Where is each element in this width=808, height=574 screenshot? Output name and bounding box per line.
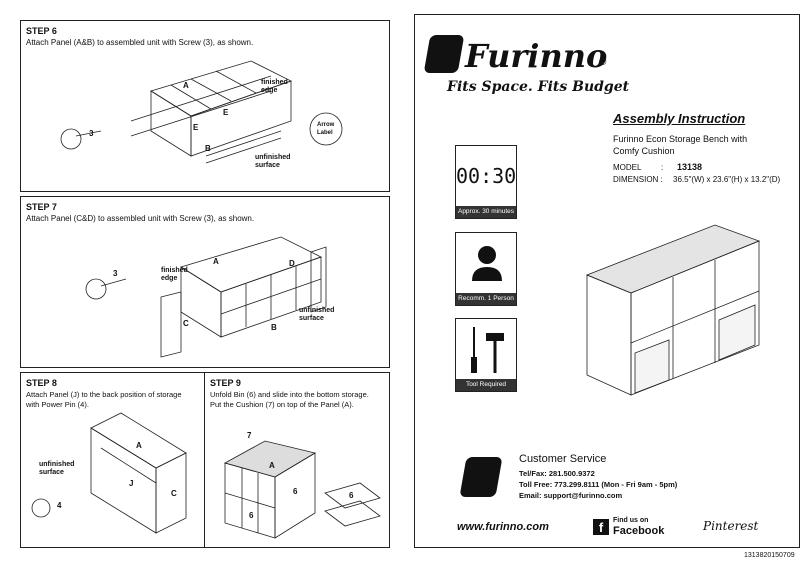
brand-tagline: Fits Space. Fits Budget <box>447 79 630 95</box>
dimension-value: 36.5"(W) x 23.6"(H) x 13.2"(D) <box>673 175 781 184</box>
tool-caption: Tool Required <box>456 379 516 391</box>
step9-part-a: A <box>269 461 275 470</box>
step6-diagram <box>60 60 343 164</box>
step8-pin-count: 4 <box>57 501 62 510</box>
step9-bin-label-3: 6 <box>349 491 354 500</box>
model-value: 13138 <box>677 162 703 172</box>
model-label: MODEL <box>613 163 642 172</box>
step6-arrow-label: Arrow Label <box>317 122 335 136</box>
facebook-top: Find us on <box>613 517 649 524</box>
service-tollfree: Toll Free: 773.299.8111 (Mon - Fri 9am -… <box>519 480 678 489</box>
step6-text: Attach Panel (A&B) to assembled unit wit… <box>26 38 254 47</box>
step7-text: Attach Panel (C&D) to assembled unit wit… <box>26 214 255 223</box>
person-tile: Recomm. 1 Person <box>455 232 517 306</box>
step8-part-c: C <box>171 489 177 498</box>
bench-illustration <box>585 224 761 396</box>
step9-text: Unfold Bin (6) and slide into the bottom… <box>210 390 369 409</box>
step9-bin-label-2: 6 <box>293 487 298 496</box>
step9-title: STEP 9 <box>210 378 241 388</box>
screwdriver-hammer-icon <box>471 327 504 373</box>
step7-part-d: D <box>289 259 295 268</box>
step7-title: STEP 7 <box>26 202 57 212</box>
step7-panel: STEP 7 Attach Panel (C&D) to assembled u… <box>20 196 390 368</box>
step8-part-j: J <box>129 479 134 488</box>
step6-title: STEP 6 <box>26 26 57 36</box>
time-caption: Approx. 30 minutes <box>456 206 516 218</box>
step8-text: Attach Panel (J) to the back position of… <box>26 390 182 409</box>
service-logo-icon <box>459 457 503 497</box>
step7-part-b: B <box>271 323 277 332</box>
step7-finished-edge: finished edge <box>161 267 188 282</box>
tool-tile: Tool Required <box>455 318 517 392</box>
brand-name: Furinno <box>465 37 608 75</box>
brand-reg: ® <box>599 57 607 68</box>
step6-part-e2: E <box>193 123 199 132</box>
pinterest-link[interactable]: Pinterest <box>703 519 759 533</box>
step6-part-e1: E <box>223 108 229 117</box>
step6-part-b: B <box>205 144 211 153</box>
person-icon <box>472 246 502 281</box>
product-name: Furinno Econ Storage Bench with Comfy Cu… <box>613 134 748 156</box>
step6-panel: STEP 6 Attach Panel (A&B) to assembled u… <box>20 20 390 192</box>
person-caption: Recomm. 1 Person <box>456 293 516 305</box>
document-number: 1313820150709 <box>744 552 795 559</box>
step8-unfinished-surface: unfinished surface <box>39 461 75 476</box>
step6-unfinished-surface: unfinished surface <box>255 154 291 169</box>
step8-title: STEP 8 <box>26 378 57 388</box>
website-link[interactable]: www.furinno.com <box>457 521 549 533</box>
step7-part-c: C <box>183 319 189 328</box>
step7-screw-count: 3 <box>113 269 118 278</box>
dimension-label: DIMENSION : <box>613 175 663 184</box>
step7-diagram <box>85 236 327 358</box>
cover-page: Furinno ® Fits Space. Fits Budget Assemb… <box>414 14 800 548</box>
step6-part-a: A <box>183 81 189 90</box>
step8-part-a: A <box>136 441 142 450</box>
step8-diagram <box>31 412 187 534</box>
model-sep: : <box>661 163 664 172</box>
step9-panel: STEP 9 Unfold Bin (6) and slide into the… <box>204 372 390 548</box>
time-display: 00:30 <box>456 164 517 188</box>
instruction-title: Assembly Instruction <box>613 111 746 126</box>
service-email: Email: support@furinno.com <box>519 491 623 500</box>
step9-bin-label-1: 6 <box>249 511 254 520</box>
step6-screw-count: 3 <box>89 129 94 138</box>
step6-finished-edge: finished edge <box>261 79 288 94</box>
step7-part-a: A <box>213 257 219 266</box>
service-title: Customer Service <box>519 453 607 465</box>
step7-unfinished-surface: unfinished surface <box>299 307 335 322</box>
facebook-icon[interactable]: f <box>593 519 609 535</box>
time-tile: 00:30 Approx. 30 minutes <box>455 145 517 219</box>
brand-logo: Furinno ® Fits Space. Fits Budget <box>423 33 630 103</box>
service-phone: Tel/Fax: 281.500.9372 <box>519 469 595 478</box>
facebook-bottom[interactable]: Facebook <box>613 525 665 537</box>
step8-panel: STEP 8 Attach Panel (J) to the back posi… <box>20 372 206 548</box>
step9-diagram <box>223 440 381 539</box>
step9-cushion-label: 7 <box>247 431 252 440</box>
